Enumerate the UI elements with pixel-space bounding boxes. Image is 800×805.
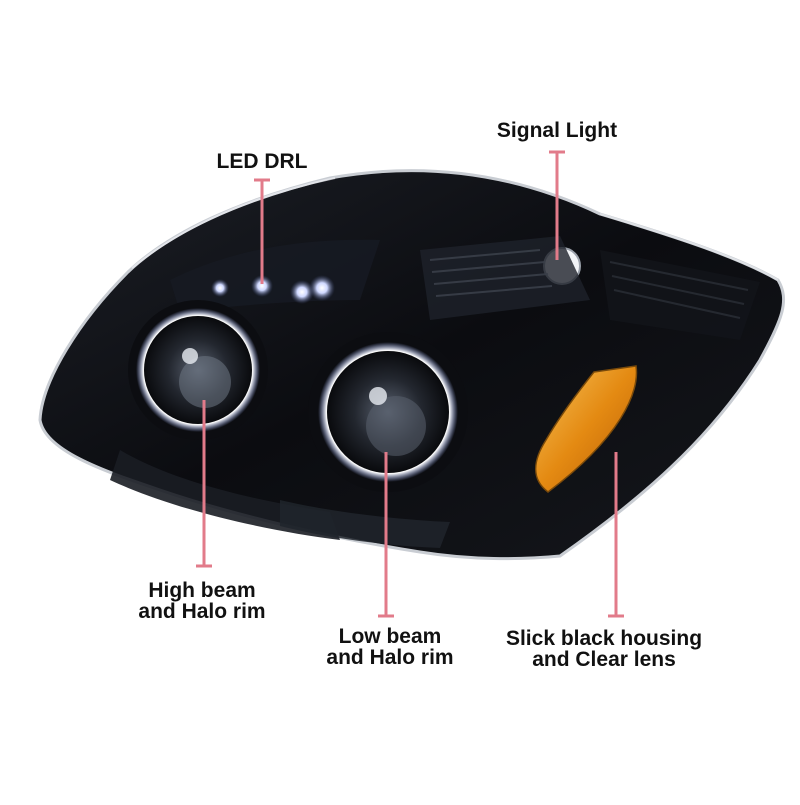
amber-side-reflector <box>535 365 638 493</box>
callout-high-beam-line1: High beam <box>148 579 256 602</box>
callout-lines <box>196 150 624 618</box>
low-beam-assembly <box>308 332 468 492</box>
callout-low-beam-line1: Low beam <box>338 625 442 648</box>
high-beam-assembly <box>128 300 268 440</box>
callout-led-drl-text: LED DRL <box>216 150 308 173</box>
callout-led-drl: LED DRL <box>217 151 308 172</box>
callout-low-beam: Low beam and Halo rim <box>326 626 453 668</box>
callout-housing-line2: and Clear lens <box>532 648 676 671</box>
drl-led-2 <box>251 275 273 297</box>
led-drl-row <box>211 275 335 304</box>
callout-signal-light: Signal Light <box>497 120 617 141</box>
drl-led-3 <box>290 280 314 304</box>
callout-housing-line1: Slick black housing <box>505 627 703 650</box>
callout-high-beam-line2: and Halo rim <box>138 600 266 623</box>
drl-led-4 <box>309 275 335 301</box>
callout-housing: Slick black housing and Clear lens <box>506 628 702 670</box>
callout-low-beam-line2: and Halo rim <box>326 646 454 669</box>
callout-signal-light-text: Signal Light <box>496 119 618 142</box>
callout-high-beam: High beam and Halo rim <box>138 580 265 622</box>
drl-led-1 <box>211 279 229 297</box>
